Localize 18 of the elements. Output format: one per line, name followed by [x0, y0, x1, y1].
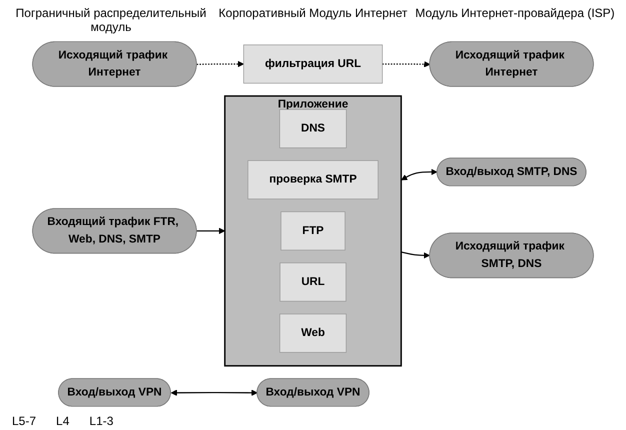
node-box: URL: [280, 262, 346, 302]
arrow: [401, 168, 438, 180]
arrow: [196, 228, 226, 234]
layer-label: L5-7: [12, 414, 36, 428]
arrow: [170, 390, 258, 396]
node-box: проверка SMTP: [248, 160, 378, 200]
node-box: FTP: [280, 211, 346, 250]
node-box: DNS: [279, 109, 347, 148]
layer-label: L4: [56, 414, 70, 428]
node-box: фильтрация URL: [243, 44, 383, 84]
layer-label: L1-3: [89, 414, 114, 428]
arrow: [382, 61, 430, 68]
column-heading: Пограничный распределительный модуль: [14, 6, 208, 34]
node-box: Web: [279, 314, 347, 353]
column-heading: Корпоративный Модуль Интернет: [218, 6, 408, 22]
arrow: [196, 60, 244, 68]
column-heading: Модуль Интернет-провайдера (ISP): [414, 6, 616, 22]
arrow: [401, 251, 430, 259]
